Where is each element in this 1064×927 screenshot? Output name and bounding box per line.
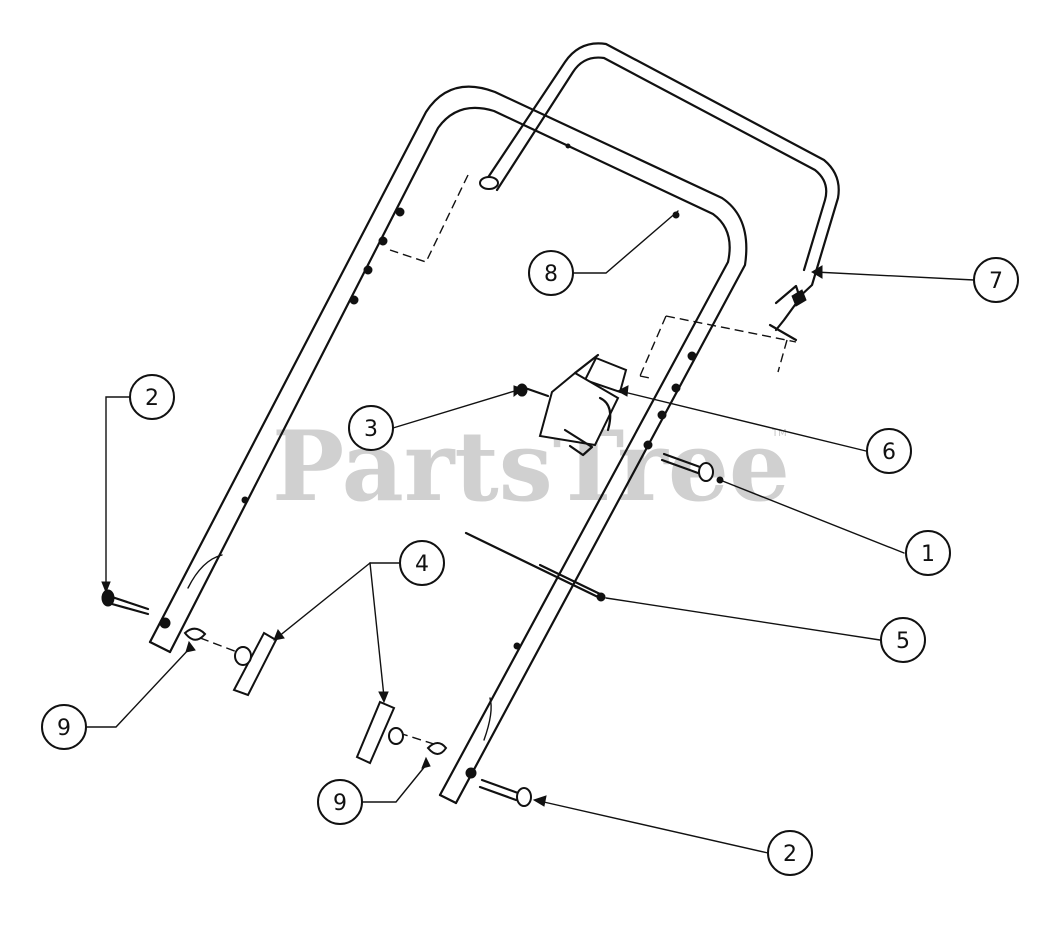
callout-5-label: 5 (896, 629, 910, 654)
part-4-knob-upper (232, 631, 278, 697)
callout-1-label: 1 (921, 542, 935, 567)
watermark-trademark: TM (771, 428, 787, 439)
callout-6: 6 (866, 428, 912, 474)
callout-5: 5 (880, 617, 926, 663)
callout-9-lower: 9 (317, 779, 363, 825)
callout-3-label: 3 (364, 417, 378, 442)
callout-1: 1 (905, 530, 951, 576)
part-9-spacer-upper (183, 627, 207, 641)
callout-9-upper-label: 9 (57, 716, 71, 741)
callout-6-label: 6 (882, 440, 896, 465)
part-2-bolt-left (101, 589, 150, 616)
leader-lines (85, 210, 975, 854)
assembly-lines (186, 174, 797, 746)
callout-2-left: 2 (129, 374, 175, 420)
part-9-spacer-lower (426, 742, 448, 755)
callout-8-label: 8 (544, 262, 558, 287)
callout-9-upper: 9 (41, 704, 87, 750)
callout-2-right-label: 2 (783, 842, 797, 867)
lower-handle (148, 85, 748, 805)
callout-9-lower-label: 9 (333, 791, 347, 816)
part-2-bolt-right (478, 778, 532, 807)
upper-handle-end-left (479, 176, 499, 190)
callout-7-label: 7 (989, 269, 1003, 294)
part-7-clip (791, 289, 807, 307)
part-6-bracket (538, 353, 628, 457)
callout-7: 7 (973, 257, 1019, 303)
part-4-knob-lower (355, 700, 404, 765)
part-1-bolt (660, 452, 724, 484)
part-5-cable-tie (464, 531, 606, 602)
callout-8: 8 (528, 250, 574, 296)
callout-4-label: 4 (415, 552, 429, 577)
upper-handle (479, 42, 840, 342)
callout-3: 3 (348, 405, 394, 451)
callout-4: 4 (399, 540, 445, 586)
callout-2-left-label: 2 (145, 386, 159, 411)
callout-2-right: 2 (767, 830, 813, 876)
